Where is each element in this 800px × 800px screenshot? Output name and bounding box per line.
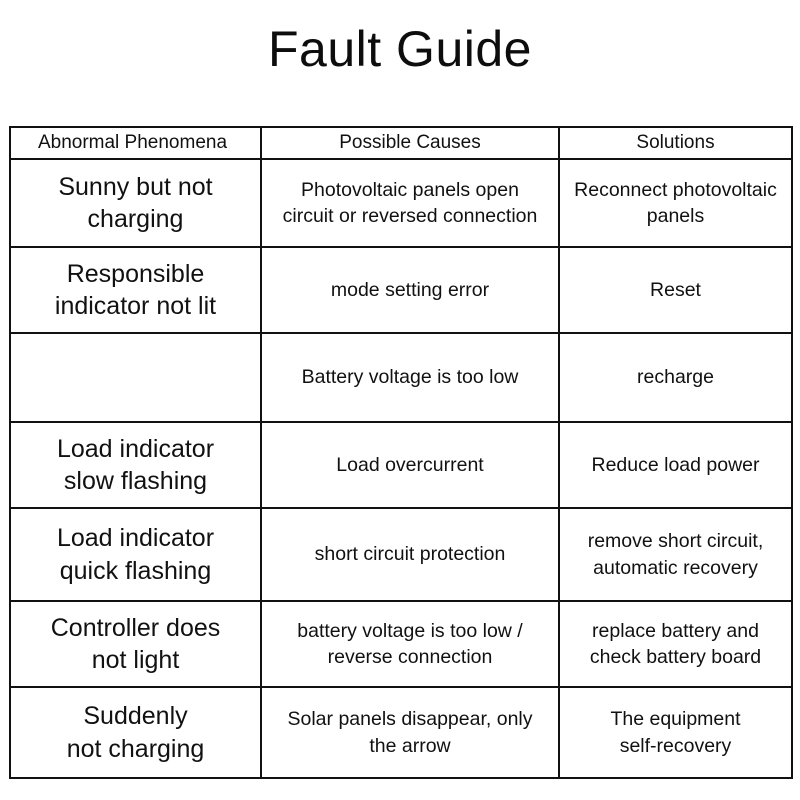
column-header-solutions: Solutions [558,126,793,160]
page-title: Fault Guide [268,21,532,77]
column-header-possible-causes: Possible Causes [260,126,560,160]
cell-solution: Reset [558,246,793,334]
table-header: Abnormal Phenomena Possible Causes Solut… [9,126,793,160]
cell-cause: Load overcurrent [260,421,560,509]
fault-table: Abnormal Phenomena Possible Causes Solut… [9,126,793,779]
table-row: Battery voltage is too low recharge [9,332,793,423]
cell-cause: mode setting error [260,246,560,334]
cell-phenomena [9,332,262,423]
cell-cause: Battery voltage is too low [260,332,560,423]
cell-solution: recharge [558,332,793,423]
cell-cause: short circuit protection [260,507,560,602]
column-header-abnormal-phenomena: Abnormal Phenomena [9,126,262,160]
cell-cause: battery voltage is too low /reverse conn… [260,600,560,688]
cell-solution: Reduce load power [558,421,793,509]
fault-table-container: Abnormal Phenomena Possible Causes Solut… [9,126,793,779]
cell-solution: remove short circuit,automatic recovery [558,507,793,602]
table-header-row: Abnormal Phenomena Possible Causes Solut… [9,126,793,160]
